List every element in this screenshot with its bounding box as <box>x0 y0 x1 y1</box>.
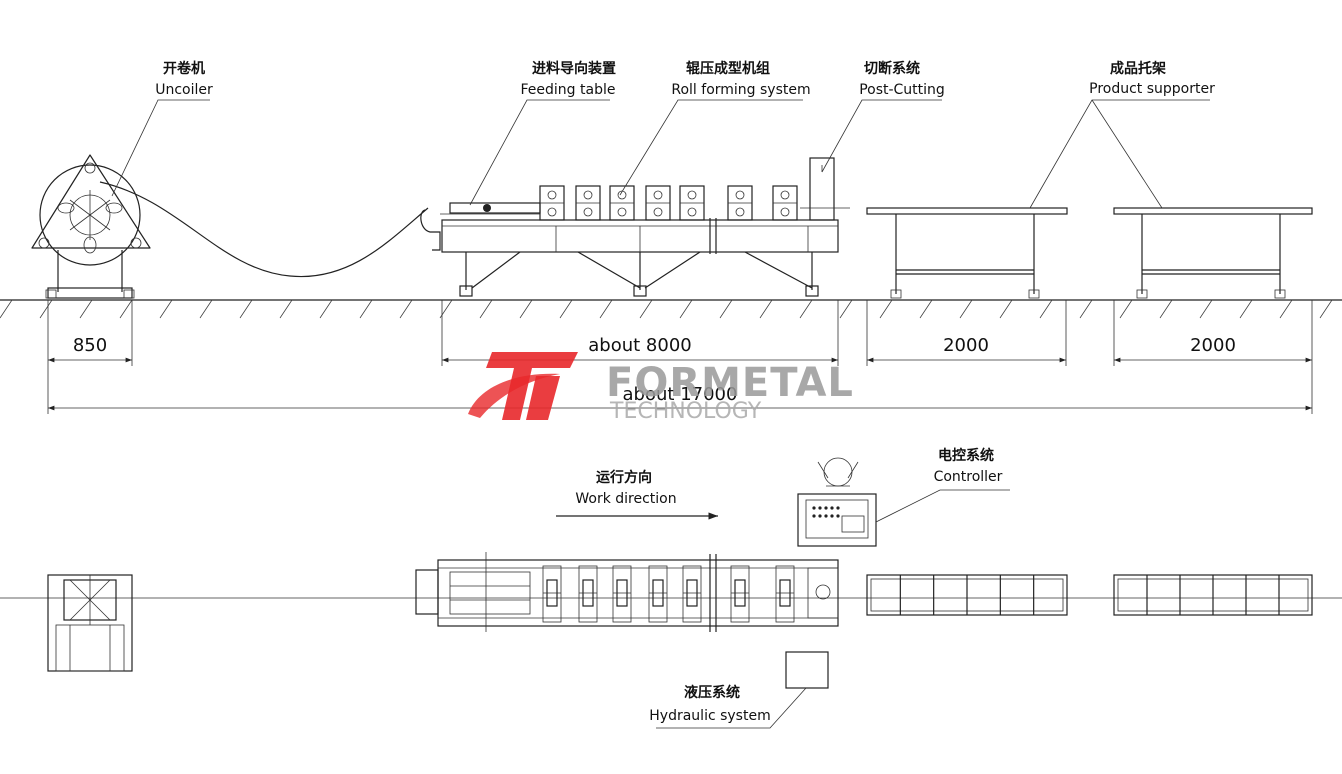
roll-former-side <box>441 185 839 297</box>
hydraulic-label-en: Hydraulic system <box>649 708 770 724</box>
supporter-top-2 <box>1113 574 1313 616</box>
formetal-logo: FORMETAL TECHNOLOGY <box>468 352 854 424</box>
supporter-label-cn: 成品托架 <box>1110 60 1166 77</box>
feeding-label-en: Feeding table <box>521 82 616 98</box>
direction-label-en: Work direction <box>575 491 676 507</box>
post-cutter-side <box>800 157 850 221</box>
uncoiler-label-en: Uncoiler <box>155 82 213 98</box>
uncoiler-top <box>47 574 133 672</box>
feeding-table-side <box>420 202 541 251</box>
hydraulic-label-cn: 液压系统 <box>684 684 740 701</box>
controller-panel <box>797 457 1010 547</box>
logo-sub: TECHNOLOGY <box>609 399 762 424</box>
controller-label-cn: 电控系统 <box>938 447 994 464</box>
dim-supporter-1: 2000 <box>943 335 989 356</box>
dim-machine: about 8000 <box>588 335 691 356</box>
supporter-side-1 <box>866 207 1068 299</box>
rollforming-label-cn: 辊压成型机组 <box>686 60 770 77</box>
supporter-top-1 <box>866 574 1068 616</box>
uncoiler-label-cn: 开卷机 <box>163 60 205 77</box>
cutting-label-cn: 切断系统 <box>864 60 920 77</box>
supporter-side-2 <box>1113 207 1313 299</box>
dim-total: about 17000 <box>623 384 738 405</box>
feeding-label-cn: 进料导向装置 <box>532 60 616 77</box>
uncoiler-side <box>31 154 151 299</box>
controller-label-en: Controller <box>934 469 1003 485</box>
dim-uncoiler: 850 <box>73 335 107 356</box>
direction-label-cn: 运行方向 <box>596 469 652 486</box>
hydraulic-unit <box>656 651 829 729</box>
supporter-label-en: Product supporter <box>1089 81 1215 97</box>
roll-former-top <box>415 552 839 632</box>
rollforming-label-en: Roll forming system <box>671 82 810 98</box>
cutting-label-en: Post-Cutting <box>859 82 945 98</box>
ground-line <box>0 299 1342 319</box>
dimension-lines <box>47 300 1313 414</box>
logo-name: FORMETAL <box>606 360 854 406</box>
strip-loop <box>99 181 429 278</box>
dim-supporter-2: 2000 <box>1190 335 1236 356</box>
leader-lines <box>111 99 1210 209</box>
